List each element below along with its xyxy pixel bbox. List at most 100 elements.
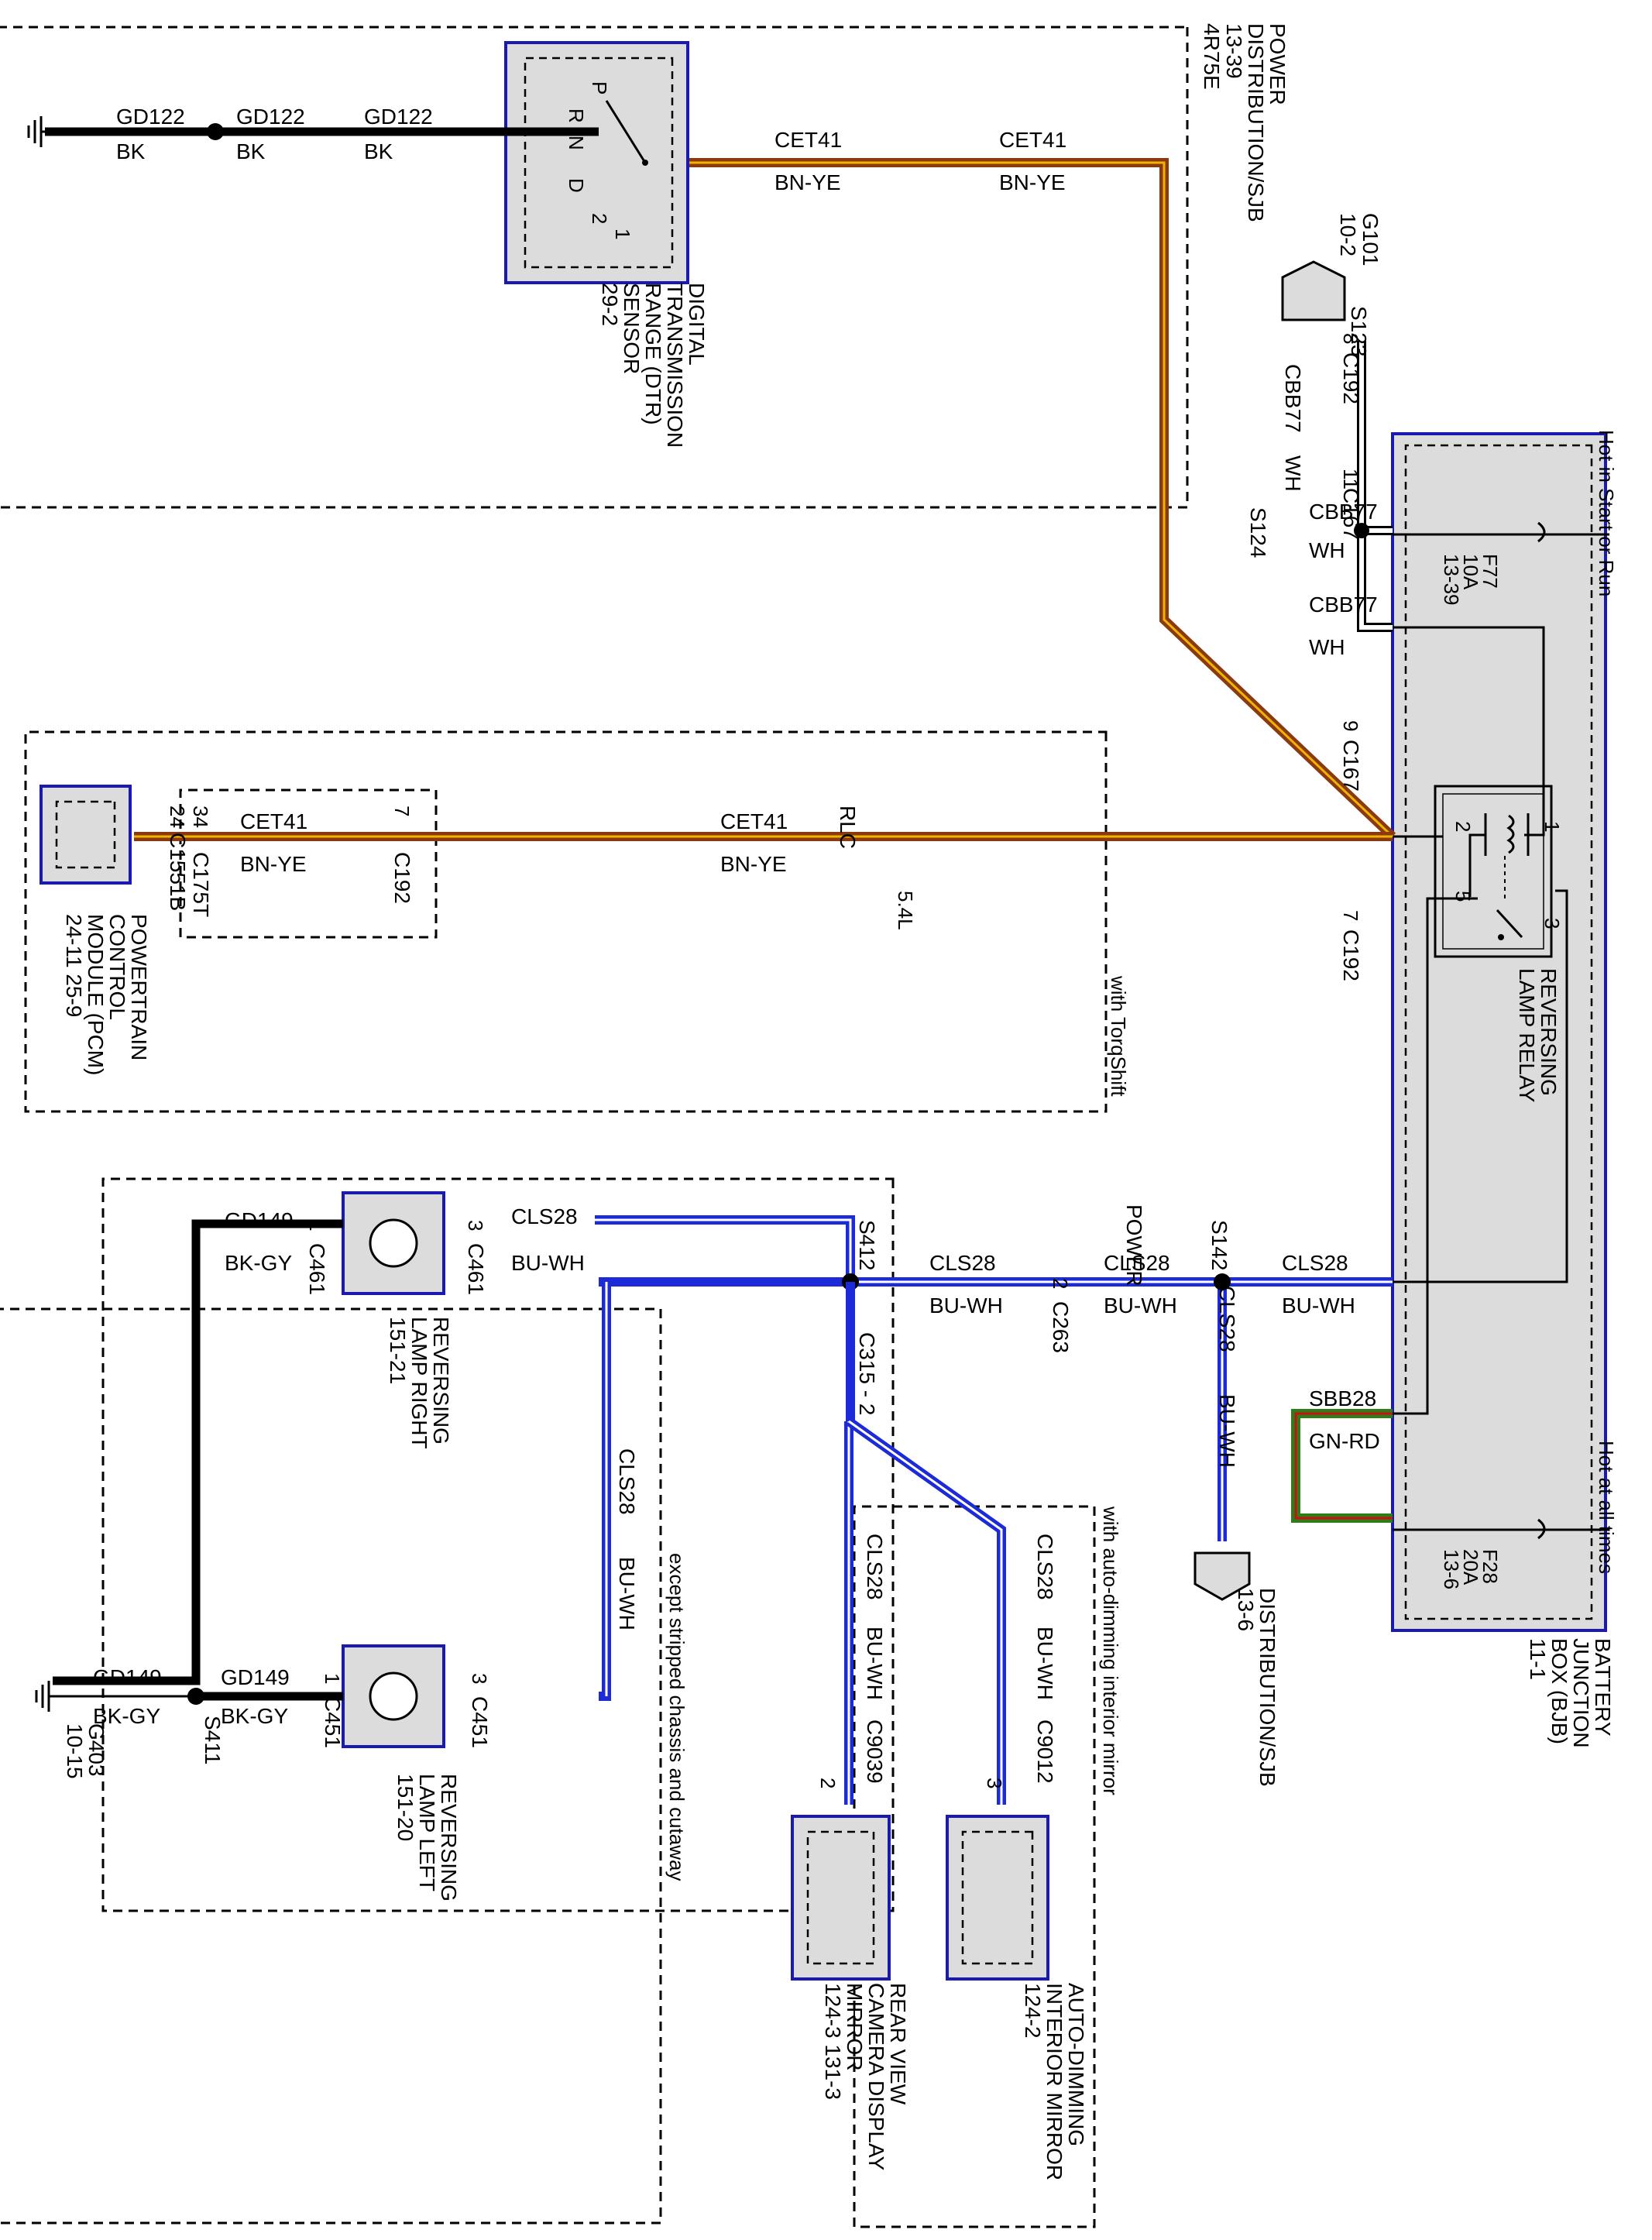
cls28-label-a: CLS28	[1282, 1251, 1348, 1275]
gd149-label-c: GD149	[221, 1665, 290, 1689]
relay-pin-1: 1	[1540, 821, 1564, 832]
lamp-left-label-2: LAMP LEFT	[415, 1774, 439, 1891]
dtr-label-1: DIGITAL	[685, 283, 709, 366]
power-dist-top-label-2: DISTRIBUTION/SJB	[1244, 23, 1268, 222]
bu-wh-label-b: BU-WH	[1104, 1293, 1177, 1318]
c175t-pin: 34	[189, 806, 212, 828]
power-dist-bottom-label-2: DISTRIBUTION/SJB	[1255, 1588, 1279, 1787]
pcm-rlc-label: RLC	[836, 806, 860, 849]
region-except-stripped	[101, 1177, 895, 1912]
c192-top-label: C192	[1339, 352, 1363, 404]
cls28-v-label-a: CLS28	[1215, 1286, 1239, 1352]
power-dist-bottom-label-1: POWER	[1122, 1204, 1146, 1287]
wh-label-a: WH	[1309, 538, 1345, 562]
dtr-pos-r: R	[565, 108, 588, 123]
bjb-inner	[1404, 444, 1593, 1620]
cls28-wire-main	[595, 1215, 1393, 1287]
c9039-label: C9039	[863, 1720, 887, 1784]
dtr-label-2: TRANSMISSION	[663, 283, 687, 448]
gd149-label-a: GD149	[225, 1208, 294, 1232]
bu-wh-label-c: BU-WH	[929, 1293, 1003, 1318]
cbb77-label-b: CBB77	[1309, 593, 1378, 617]
f77-label-1: F77	[1479, 554, 1502, 589]
dtr-switch-icon	[605, 100, 647, 163]
pcm-inner	[55, 800, 116, 869]
cls28-wire-mirrors	[844, 1282, 1006, 1805]
bu-wh-label-a: BU-WH	[1282, 1293, 1355, 1318]
dtr-label-5: 29-2	[598, 283, 622, 326]
c451a-label: C451	[321, 1696, 345, 1748]
power-dist-top-label-1: POWER	[1266, 23, 1290, 105]
cet41-wire-top	[649, 158, 1396, 840]
cls28-label-b: CLS28	[1104, 1251, 1170, 1275]
lamp-left-label-3: 151-20	[393, 1774, 417, 1841]
bn-ye-label-d: BN-YE	[720, 852, 787, 876]
bjb-hot-run: Hot in Start or Run	[1595, 430, 1618, 596]
camera-mirror-label-3: MIRROR	[843, 1983, 867, 2071]
bjb-coil-feed-2	[1468, 833, 1485, 897]
c192-mid-pin: 7	[1339, 910, 1362, 921]
splice-s142	[1214, 1273, 1231, 1290]
dtr-pos-1: 1	[611, 228, 634, 239]
splice-s124-label: S124	[1246, 507, 1270, 558]
sbb28-wire	[1291, 1409, 1393, 1523]
bjb-switch-to-sbb28	[1393, 897, 1478, 1415]
relay-label-1: REVERSING	[1537, 968, 1561, 1096]
dtr-pos-d: D	[565, 178, 588, 193]
wh-label-b: WH	[1309, 635, 1345, 659]
gn-rd-label: GN-RD	[1309, 1429, 1380, 1453]
auto-dimming-interior-mirror	[946, 1815, 1049, 1981]
bk-gy-label-c: BK-GY	[221, 1704, 288, 1728]
c461a-pin: 1	[305, 1220, 328, 1231]
c1551b-label: C1551B	[166, 833, 190, 911]
auto-mirror-label-3: 124-2	[1021, 1983, 1045, 2039]
c167-out-pin: 9	[1339, 720, 1362, 731]
pcm-label-2: CONTROL	[105, 914, 129, 1020]
relay-coil-icon	[1506, 814, 1515, 854]
dtr-label-4: SENSOR	[620, 283, 644, 374]
gd149-label-b: GD149	[93, 1665, 162, 1689]
bn-ye-label-c: BN-YE	[240, 852, 307, 876]
auto-mirror-inner	[961, 1830, 1034, 1965]
bu-wh-v-label-a: BU-WH	[1215, 1394, 1239, 1468]
ground-g403-ref: 10-15	[63, 1723, 87, 1779]
region-5-4l-label: 5.4L	[894, 891, 917, 930]
labels-layer: POWER DISTRIBUTION/SJB 13-39 4R75E Hot i…	[62, 23, 1618, 2180]
cls28-label-c: CLS28	[929, 1251, 996, 1275]
wh-label-v: WH	[1281, 455, 1305, 492]
cls28-v-label-d: CLS28	[1033, 1534, 1057, 1600]
region-4r75e-label: 4R75E	[1200, 23, 1224, 90]
region-4r75e	[0, 26, 1189, 509]
c192-mid-label: C192	[1339, 929, 1363, 981]
dtr-pos-p: P	[588, 81, 611, 94]
gd122-label-b: GD122	[236, 105, 305, 129]
mirror-note: with auto-dimming interior mirror	[1099, 1506, 1122, 1795]
power-distribution-top-connector	[1281, 260, 1346, 321]
bu-wh-v-label-b: BU-WH	[615, 1557, 639, 1630]
rear-view-camera-display-mirror	[791, 1815, 891, 1981]
bn-ye-label-a: BN-YE	[774, 170, 841, 194]
c167-in-label: C167	[1339, 488, 1363, 540]
c192-pcm-label: C192	[390, 852, 414, 904]
camera-mirror-label-1: REAR VIEW	[886, 1983, 910, 2105]
bjb-coil-feed-1	[1393, 626, 1545, 837]
pcm-label-1: POWERTRAIN	[127, 914, 151, 1060]
c263-pin: 2	[1049, 1278, 1072, 1289]
pcm-label-3: MODULE (PCM)	[84, 914, 108, 1075]
bk-gy-label-b: BK-GY	[93, 1704, 160, 1728]
cet41-label-d: CET41	[720, 809, 788, 833]
bjb-label-1: BATTERY	[1591, 1638, 1615, 1737]
stripped-note: except stripped chassis and cutaway	[665, 1553, 689, 1881]
bu-wh-label-d: BU-WH	[511, 1251, 585, 1275]
relay-pin-5: 5	[1451, 891, 1475, 902]
diagram-rotated-group	[0, 26, 1609, 2228]
camera-mirror-label-2: CAMERA DISPLAY	[864, 1983, 888, 2171]
cet41-label-c: CET41	[240, 809, 307, 833]
c451a-pin: 1	[321, 1673, 344, 1684]
c461b-label: C461	[464, 1243, 488, 1295]
dtr-label-3: RANGE (DTR)	[641, 283, 665, 425]
pcm-module	[39, 785, 132, 885]
c461b-pin: 3	[464, 1220, 487, 1231]
c167-in-pin: 11	[1339, 469, 1362, 490]
c263-label: C263	[1049, 1301, 1073, 1353]
